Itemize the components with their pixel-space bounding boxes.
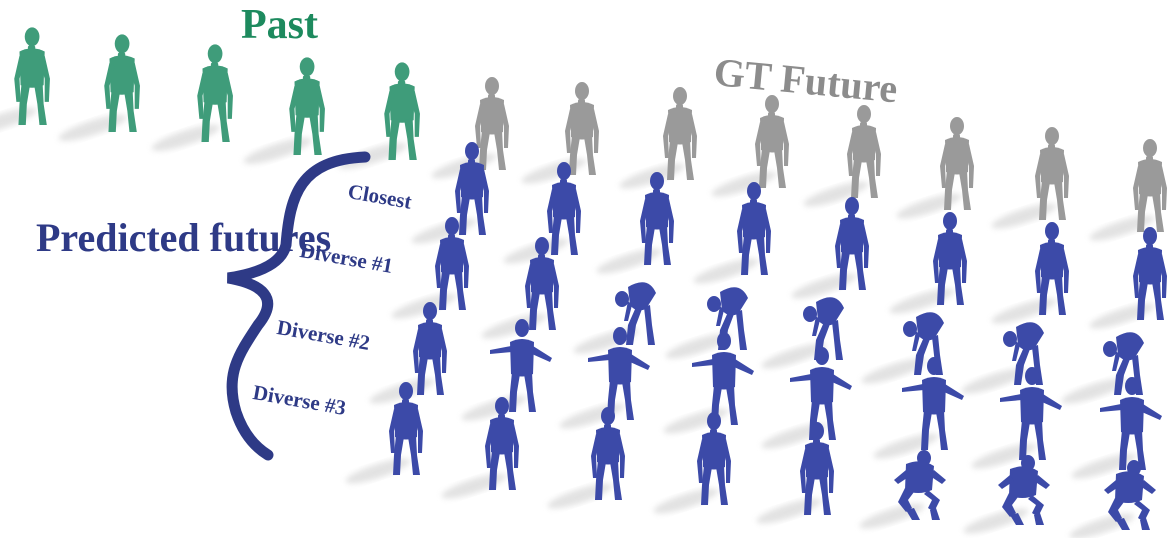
predicted-row2-figure-6-shadow bbox=[861, 358, 927, 384]
predicted-row2-figure-2-shadow bbox=[481, 313, 547, 339]
predicted-row4-figure-1-shadow bbox=[345, 458, 411, 484]
predicted-row1-figure-6-shadow bbox=[889, 288, 955, 314]
predicted-row4-figure-3-shadow bbox=[547, 483, 613, 509]
predicted-row2-figure-1-shadow bbox=[391, 293, 457, 319]
gt-future-figure-5-shadow bbox=[803, 181, 869, 207]
past-figure-2-shadow bbox=[58, 114, 127, 141]
predicted-row4-figure-5-shadow bbox=[756, 498, 822, 524]
past-figure-4-shadow bbox=[243, 137, 312, 164]
predicted-row1-figure-5-shadow bbox=[791, 273, 857, 299]
predicted-row1-figure-4-shadow bbox=[693, 258, 759, 284]
past-label: Past bbox=[241, 2, 318, 48]
curly-brace bbox=[226, 151, 371, 461]
predicted-row1-figure-8-shadow bbox=[1089, 303, 1155, 329]
predicted-row1-figure-7-shadow bbox=[991, 298, 1057, 324]
predicted-row2-figure-5-shadow bbox=[761, 343, 827, 369]
predicted-futures-label: Predicted futures bbox=[36, 215, 332, 260]
predicted-row2-figure-8-shadow bbox=[1061, 378, 1127, 404]
predicted-row2-figure-7-shadow bbox=[961, 368, 1027, 394]
predicted-row1-figure-3-shadow bbox=[596, 248, 662, 274]
predicted-row4-figure-2-shadow bbox=[441, 473, 507, 499]
figure-shadows bbox=[0, 107, 1155, 538]
predicted-row3-figure-3-shadow bbox=[559, 403, 625, 429]
past-figure-3-shadow bbox=[151, 124, 220, 151]
gt-future-figure-4-shadow bbox=[711, 171, 777, 197]
gt-future-figure-2-shadow bbox=[521, 158, 587, 184]
predicted-row2-figure-4-shadow bbox=[665, 333, 731, 359]
predicted-row4-figure-4-shadow bbox=[653, 488, 719, 514]
